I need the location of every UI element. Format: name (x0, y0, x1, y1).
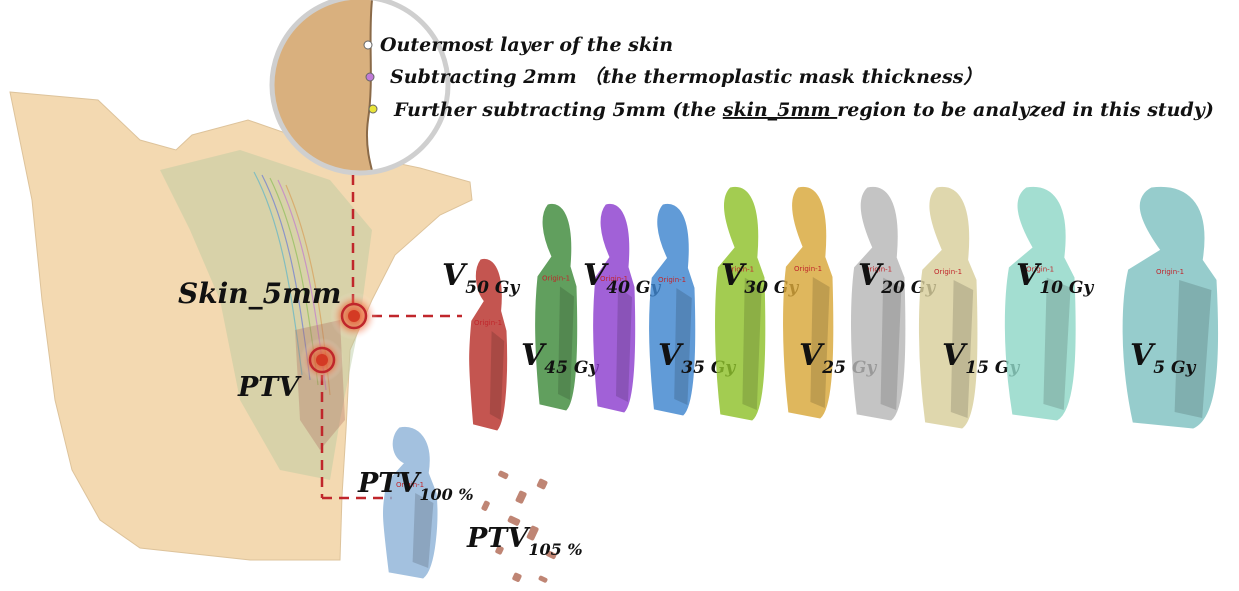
ptv100-label-main: PTV (357, 468, 422, 499)
dose-volumes: Origin-1V50 GyOrigin-1V45 GyOrigin-1V40 … (357, 187, 1218, 583)
volume-shape-30gy: Origin-1 (716, 187, 765, 420)
callout-line-2: Subtracting 2mm （the thermoplastic mask … (390, 66, 982, 88)
origin-tag: Origin-1 (1156, 268, 1184, 276)
volume-label-45gy-sub: 45 Gy (544, 358, 599, 378)
volume-label-10gy-sub: 10 Gy (1039, 278, 1094, 298)
volume-shape-25gy: Origin-1 (784, 187, 833, 418)
ptv105-label-main: PTV (466, 523, 531, 554)
ptv-label: PTV (237, 372, 302, 403)
callout-line-3: Further subtracting 5mm (the skin_5mm re… (393, 99, 1214, 121)
volume-label-5gy-sub: 5 Gy (1153, 358, 1196, 378)
volume-label-30gy-main: V (721, 258, 747, 293)
callout-line-3-pre: Further subtracting 5mm (the (393, 99, 723, 121)
volume-label-35gy-main: V (658, 338, 684, 373)
volume-label-10gy-main: V (1016, 258, 1042, 293)
outer-skin-dot (364, 41, 372, 49)
ptv105-label: PTV105 % (466, 523, 583, 559)
volume-label-15gy-main: V (942, 338, 968, 373)
volume-shape-10gy: Origin-1 (1005, 187, 1075, 420)
ptv105-label-sub: 105 % (528, 540, 582, 559)
origin-tag: Origin-1 (658, 276, 686, 284)
volume-label-40gy-main: V (583, 258, 609, 293)
ptv100-label-sub: 100 % (419, 485, 473, 504)
volume-label-50gy-sub: 50 Gy (465, 278, 520, 298)
subtract-2mm-dot (366, 73, 374, 81)
callout-line-1: Outermost layer of the skin (380, 34, 673, 56)
origin-tag: Origin-1 (794, 265, 822, 273)
volume-shape-20gy: Origin-1 (851, 187, 904, 420)
origin-tag: Origin-1 (542, 275, 570, 283)
subtract-5mm-dot (369, 105, 377, 113)
callout-line-3-term: skin_5mm (722, 99, 837, 121)
volume-shape-40gy: Origin-1 (594, 204, 635, 412)
volume-label-45gy-main: V (521, 338, 547, 373)
volume-label-25gy-main: V (799, 338, 825, 373)
volume-label-5gy-main: V (1130, 338, 1156, 373)
volume-shape-15gy: Origin-1 (919, 187, 977, 428)
volume-shape-45gy: Origin-1 (536, 204, 577, 410)
skin-5mm-label: Skin_5mm (178, 277, 341, 310)
volume-shape-35gy: Origin-1 (650, 204, 695, 415)
origin-tag: Origin-1 (934, 268, 962, 276)
volume-label-50gy-main: V (442, 258, 468, 293)
ptv100-label: PTV100 % (357, 468, 474, 504)
ptv-marker (300, 338, 344, 382)
origin-tag: Origin-1 (474, 319, 502, 327)
callout-line-3-post: region to be analyzed in this study) (837, 99, 1214, 121)
volume-label-20gy-main: V (858, 258, 884, 293)
volume-shape-5gy: Origin-1 (1123, 187, 1217, 428)
